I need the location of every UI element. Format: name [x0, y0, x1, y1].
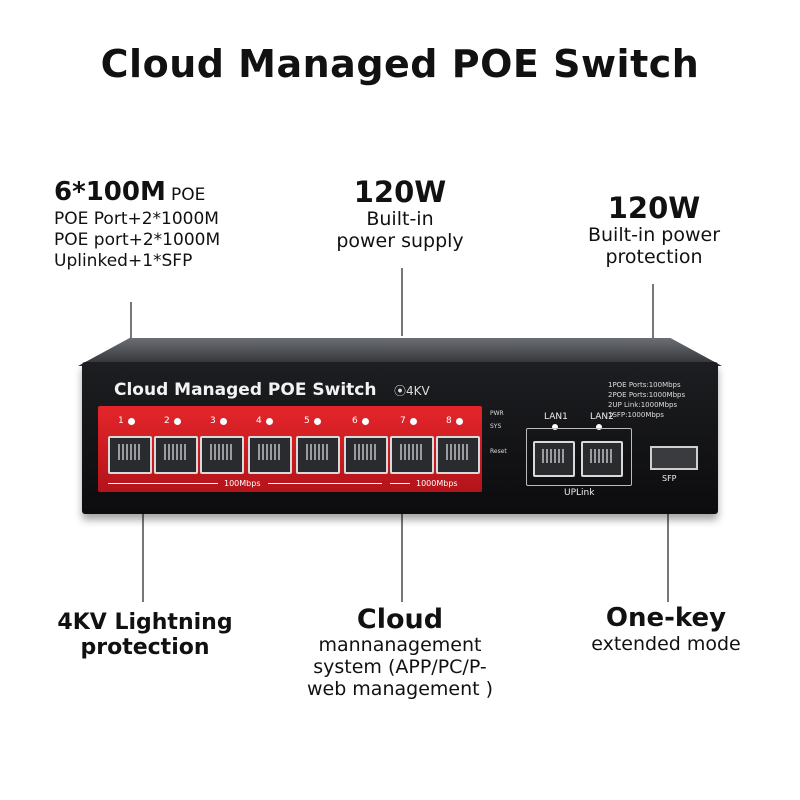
connector-line: [142, 508, 144, 602]
speed-label-1000: 1000Mbps: [416, 479, 458, 488]
lightning-line: protection: [80, 635, 210, 661]
power-protection-line: protection: [605, 246, 703, 269]
cloud-line: mannanagement: [318, 634, 482, 657]
lightning-callout: 4KV Lightning protection: [30, 610, 260, 661]
ethernet-port-4[interactable]: [248, 436, 292, 474]
poe-ports-suffix: POE: [170, 185, 206, 205]
port-led: [314, 418, 321, 425]
port-number: 4: [256, 416, 262, 426]
poe-ports-headline: 6*100M: [54, 177, 166, 207]
ethernet-port-8[interactable]: [436, 436, 480, 474]
ethernet-port-3[interactable]: [200, 436, 244, 474]
status-indicators: PWR SYS Reset: [490, 410, 507, 455]
port-number: 6: [352, 416, 358, 426]
port-led: [266, 418, 273, 425]
uplink-led: [596, 424, 602, 430]
port-led: [128, 418, 135, 425]
port-number: 8: [446, 416, 452, 426]
poe-ports-callout: 6*100M POE POE Port+2*1000M POE port+2*1…: [54, 176, 220, 272]
poe-ports-line: Uplinked+1*SFP: [54, 251, 193, 271]
uplink-port-lan2[interactable]: [581, 441, 623, 477]
pwr-label: PWR: [490, 410, 504, 417]
connector-line: [401, 268, 403, 336]
port-led: [362, 418, 369, 425]
lan2-label: LAN2: [590, 412, 614, 422]
connector-line: [667, 500, 669, 602]
spec-line: 2UP Link:1000Mbps: [608, 401, 678, 410]
speed-bracket: [108, 483, 218, 484]
power-supply-line: power supply: [336, 230, 464, 253]
cloud-line: web management ): [306, 677, 494, 700]
page-title: Cloud Managed POE Switch: [100, 42, 700, 86]
speed-bracket: [268, 483, 382, 484]
connector-line: [130, 302, 132, 348]
switch-front-panel: Cloud Managed POE Switch ⦿4KV 1 2 3 4 5 …: [82, 362, 718, 514]
extended-mode-line: extended mode: [591, 632, 741, 655]
poe-ports-line: POE port+2*1000M: [54, 229, 221, 250]
port-led: [410, 418, 417, 425]
port-number: 7: [400, 416, 406, 426]
lan1-label: LAN1: [544, 412, 568, 422]
kv-badge: ⦿4KV: [394, 384, 430, 398]
connector-line: [401, 500, 403, 602]
sys-label: SYS: [490, 423, 502, 430]
ethernet-port-6[interactable]: [344, 436, 388, 474]
uplink-led: [552, 424, 558, 430]
port-number: 2: [164, 416, 170, 426]
poe-ports-line: POE Port+2*1000M: [54, 208, 219, 229]
switch-top-cover: [78, 338, 722, 366]
ethernet-port-1[interactable]: [108, 436, 152, 474]
speed-label-100: 100Mbps: [224, 479, 261, 488]
power-supply-headline: 120W: [353, 175, 447, 209]
power-protection-callout: 120W Built-in power protection: [554, 191, 754, 269]
poe-port-panel: 1 2 3 4 5 6 7 8 100Mbps 1000Mbps: [98, 406, 482, 492]
one-key-headline: One-key: [605, 603, 727, 633]
sfp-port[interactable]: [650, 446, 698, 470]
ethernet-port-7[interactable]: [390, 436, 434, 474]
spec-list: 1POE Ports:100Mbps 2POE Ports:1000Mbps 2…: [608, 380, 685, 421]
spec-line: 1SFP:1000Mbps: [608, 411, 664, 420]
power-supply-callout: 120W Built-in power supply: [300, 175, 500, 253]
extended-mode-callout: One-key extended mode: [566, 603, 766, 656]
cloud-management-callout: Cloud mannanagement system (APP/PC/P- we…: [270, 604, 530, 701]
cloud-headline: Cloud: [356, 604, 444, 635]
sfp-label: SFP: [662, 474, 677, 483]
spec-line: 1POE Ports:100Mbps: [608, 381, 681, 389]
port-led: [456, 418, 463, 425]
power-supply-line: Built-in: [366, 208, 434, 231]
uplink-port-lan1[interactable]: [533, 441, 575, 477]
spec-line: 2POE Ports:1000Mbps: [608, 391, 686, 400]
port-number: 5: [304, 416, 310, 426]
uplink-group: [526, 428, 632, 486]
port-led: [174, 418, 181, 425]
ethernet-port-5[interactable]: [296, 436, 340, 474]
speed-bracket: [390, 483, 410, 484]
uplink-label: UPLink: [564, 488, 595, 498]
port-number: 3: [210, 416, 216, 426]
lightning-line: 4KV Lightning: [57, 610, 233, 635]
power-protection-headline: 120W: [607, 191, 701, 225]
device-label: Cloud Managed POE Switch: [114, 380, 377, 400]
cloud-line: system (APP/PC/P-: [313, 655, 487, 678]
ethernet-port-2[interactable]: [154, 436, 198, 474]
port-number: 1: [118, 416, 124, 426]
port-led: [220, 418, 227, 425]
connector-line: [652, 284, 654, 348]
reset-button[interactable]: Reset: [490, 448, 507, 455]
power-protection-line: Built-in power: [587, 224, 721, 247]
